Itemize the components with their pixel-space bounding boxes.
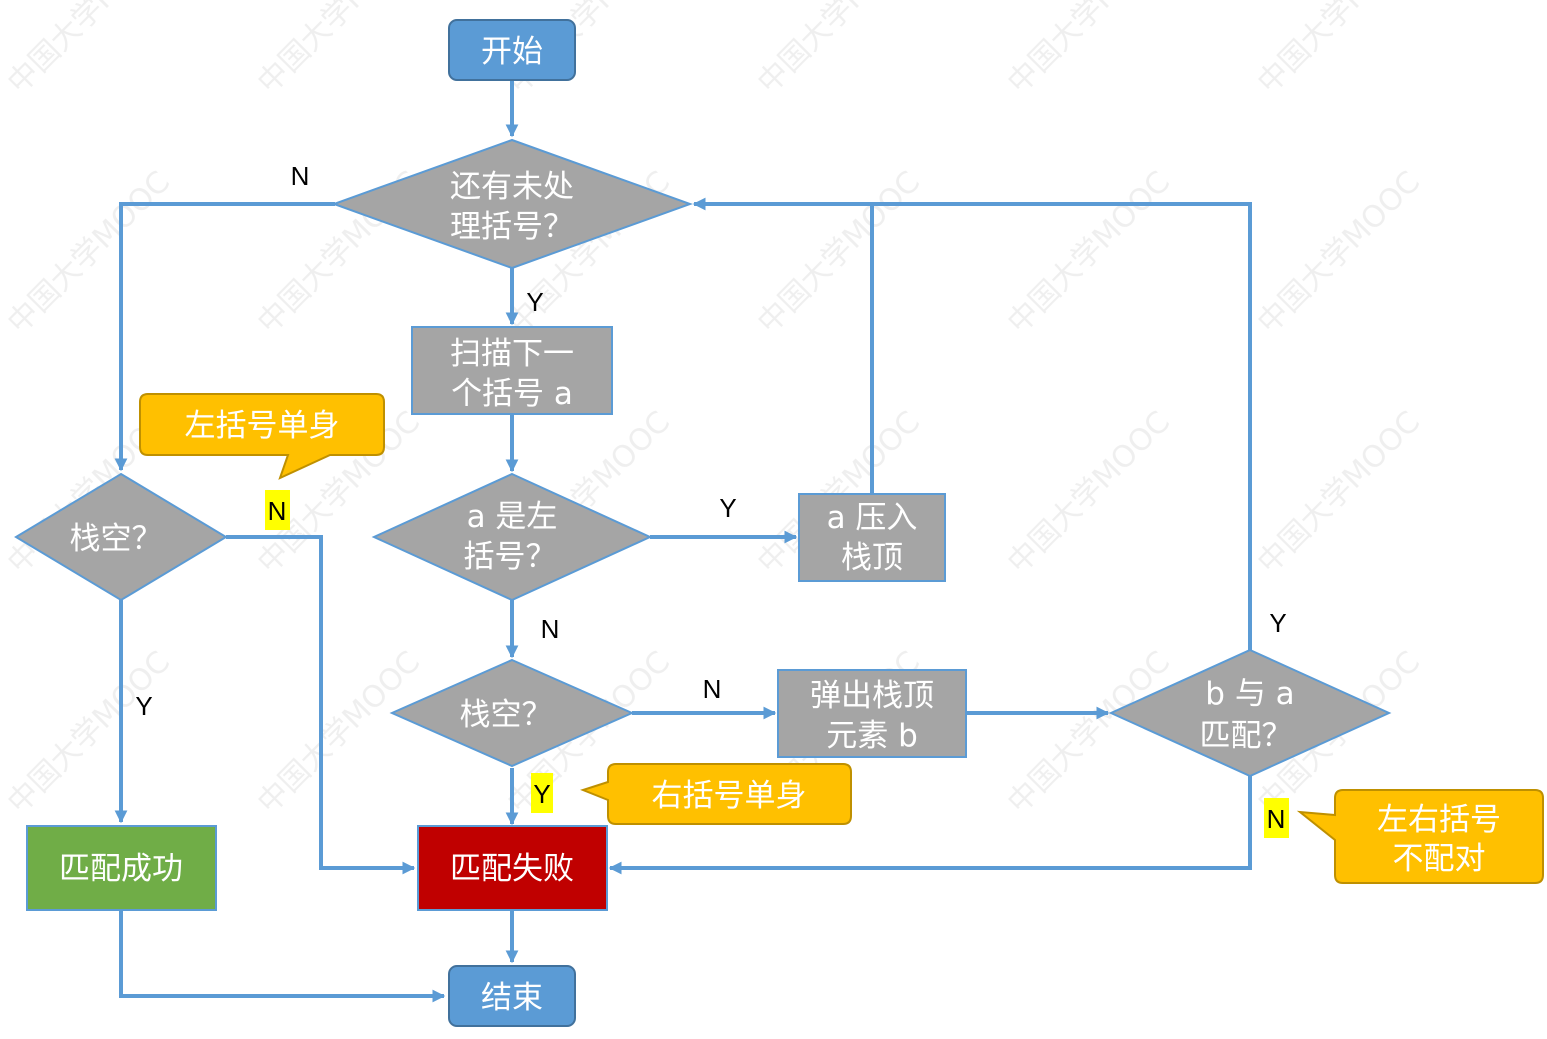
watermark: 中国大学MOOC (751, 0, 927, 101)
label-left-empty-no: N (268, 496, 287, 526)
node-stack-empty-left-decision: 栈空？ (14, 472, 228, 602)
pop-label-line2: 元素 b (826, 718, 918, 754)
edges (114, 80, 1252, 1003)
label-match-no: N (1267, 804, 1286, 834)
node-end: 结束 (448, 965, 576, 1027)
node-start: 开始 (448, 19, 576, 81)
callout-mismatch: 左右括号 不配对 (1296, 789, 1544, 884)
label-has-more-yes: Y (526, 287, 543, 317)
label-match-yes: Y (1269, 608, 1286, 638)
push-label-line2: 栈顶 (841, 540, 903, 576)
node-has-more-decision: 还有未处 理括号？ (331, 138, 693, 270)
is-left-label-line1: a 是左 (467, 499, 558, 535)
callout-mismatch-text-line2: 不配对 (1393, 841, 1486, 877)
match-label-line2: 匹配？ (1200, 718, 1293, 754)
watermark: 中国大学MOOC (1, 645, 177, 821)
callout-right-single: 右括号单身 (580, 763, 852, 825)
watermark: 中国大学MOOC (1251, 0, 1427, 101)
edge-left-empty-no (226, 535, 416, 875)
pop-label-line1: 弹出栈顶 (810, 678, 934, 714)
end-label: 结束 (481, 980, 543, 1016)
edge-match-yes (872, 202, 1252, 650)
watermark: 中国大学MOOC (1, 0, 177, 101)
start-label: 开始 (481, 34, 543, 70)
node-match-decision: b 与 a 匹配？ (1108, 648, 1392, 778)
highlight-left-empty-no (265, 490, 290, 530)
edge-success-to-end (119, 910, 446, 1003)
scan-next-label-line1: 扫描下一 (450, 336, 574, 372)
node-success: 匹配成功 (26, 825, 217, 911)
stack-empty-left-label: 栈空？ (70, 521, 163, 557)
edge-labels: N Y Y N N Y N Y Y N (135, 161, 1289, 838)
callout-mismatch-text-line1: 左右括号 (1377, 802, 1501, 838)
node-scan-next: 扫描下一 个括号 a (411, 326, 613, 415)
is-left-label-line2: 括号？ (464, 539, 557, 575)
push-label-line1: a 压入 (827, 500, 918, 536)
callout-left-single-text: 左括号单身 (185, 408, 340, 444)
label-left-empty-yes: Y (135, 691, 152, 721)
edge-match-no (608, 776, 1252, 875)
label-mid-empty-no: N (703, 674, 722, 704)
watermark: 中国大学MOOC (1001, 645, 1177, 821)
scan-next-label-line2: 个括号 a (451, 376, 573, 412)
highlight-mid-empty-yes (531, 773, 553, 813)
watermark: 中国大学MOOC (1, 165, 177, 341)
watermark: 中国大学MOOC (1251, 165, 1427, 341)
node-push: a 压入 栈顶 (798, 493, 946, 582)
label-mid-empty-yes: Y (533, 779, 550, 809)
stack-empty-mid-label: 栈空？ (460, 697, 553, 733)
highlight-match-no (1264, 798, 1289, 838)
has-more-label-line1: 还有未处 (450, 169, 574, 205)
watermark: 中国大学MOOC (251, 645, 427, 821)
label-has-more-no: N (291, 161, 310, 191)
node-is-left-decision: a 是左 括号？ (371, 472, 653, 602)
node-stack-empty-mid-decision: 栈空？ (389, 658, 635, 768)
label-is-left-yes: Y (719, 493, 736, 523)
watermark: 中国大学MOOC (1001, 165, 1177, 341)
node-fail: 匹配失败 (417, 825, 608, 911)
watermark: 中国大学MOOC (1001, 405, 1177, 581)
success-label: 匹配成功 (59, 851, 183, 887)
watermark: 中国大学MOOC (751, 165, 927, 341)
node-pop: 弹出栈顶 元素 b (777, 669, 967, 758)
watermark: 中国大学MOOC (1251, 405, 1427, 581)
callout-right-single-text: 右括号单身 (652, 778, 807, 814)
callout-left-single: 左括号单身 (139, 393, 385, 480)
edge-has-more-no (114, 202, 335, 472)
watermark: 中国大学MOOC (1001, 0, 1177, 101)
match-label-line1: b 与 a (1205, 676, 1294, 712)
has-more-label-line2: 理括号？ (450, 209, 574, 245)
fail-label: 匹配失败 (450, 851, 574, 887)
watermark: 中国大学MOOC (251, 0, 427, 101)
label-is-left-no: N (541, 614, 560, 644)
